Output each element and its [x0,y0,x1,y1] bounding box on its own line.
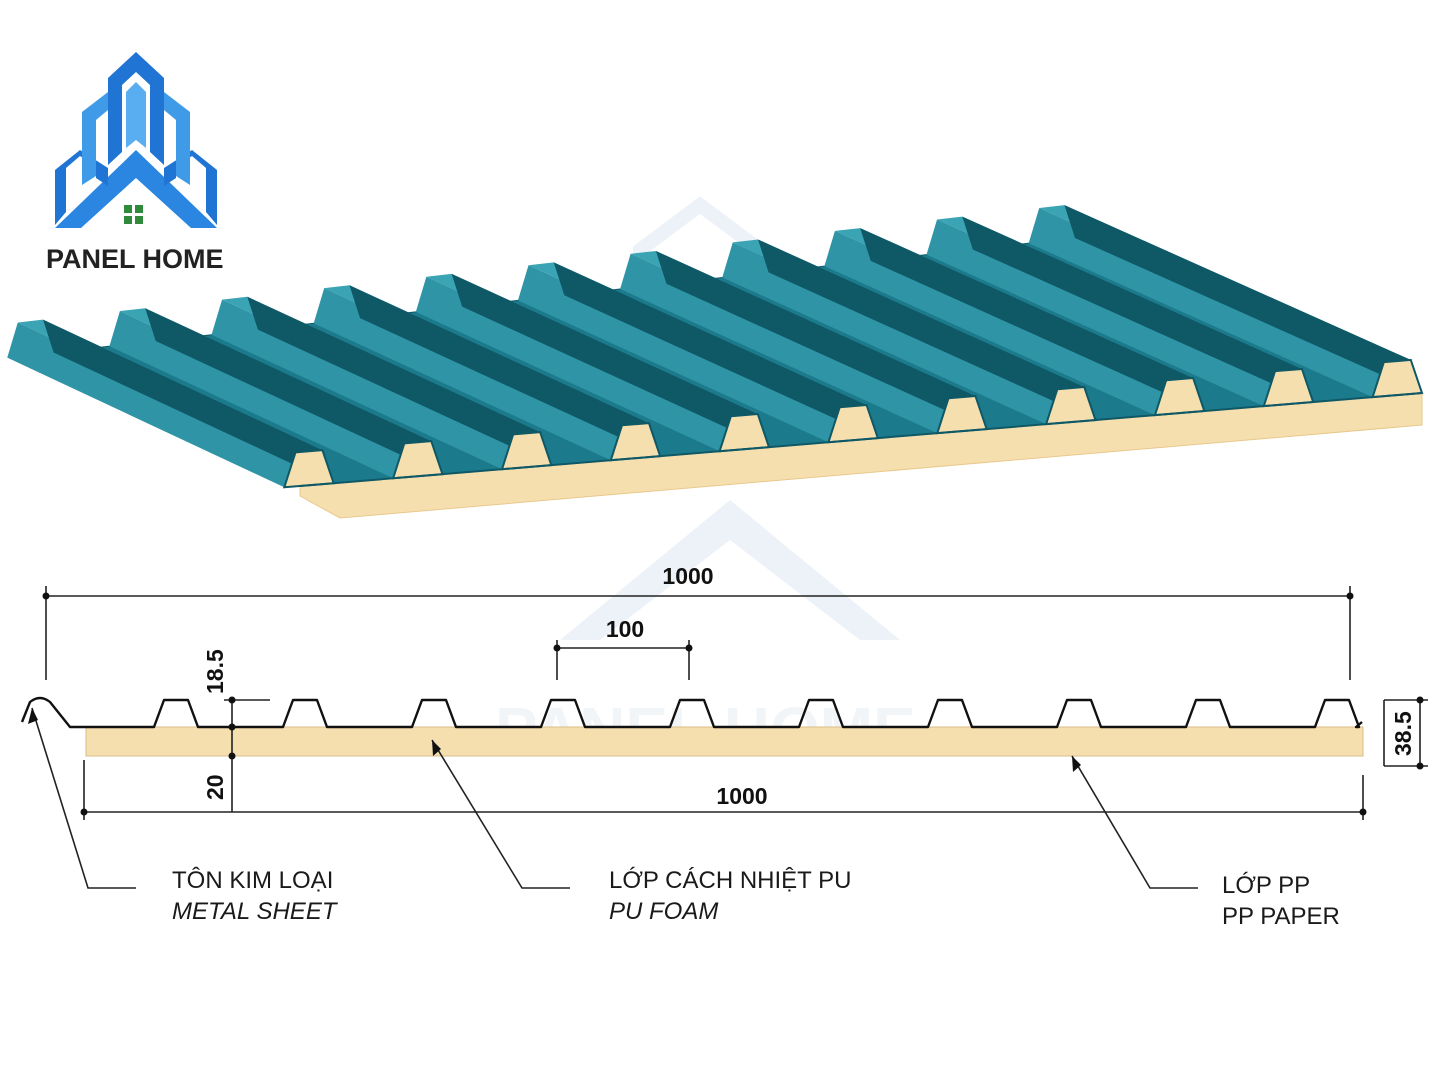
label-pp-paper-vi: LỚP PP [1222,872,1310,899]
label-metal-sheet-vi: TÔN KIM LOẠI [172,866,333,894]
dimension-total-height: 38.5 [1383,696,1428,770]
dimension-overall-width-top: 1000 [42,563,1354,680]
logo-building-icon [55,52,217,228]
panel-rib-right-face [553,262,878,439]
panel-rib-right-face [1064,205,1422,393]
label-pu-foam-en: PU FOAM [609,898,718,925]
panel-rib-right-face [451,273,769,448]
panel-rib-right-face [655,250,987,430]
dimension-rib-pitch: 100 [553,616,693,680]
panel-rib-right-face [145,308,443,475]
panel-front-edge [299,392,1423,487]
dimension-label-foam-thickness: 20 [202,774,228,800]
panel-rib-right-face [860,228,1205,412]
dimension-label-width-bottom: 1000 [716,783,767,809]
dimension-overall-width-bottom: 1000 [80,760,1367,820]
panel-rib-right-face [758,239,1096,421]
dimension-label-total-height: 38.5 [1390,711,1416,756]
leader-pp-paper [1071,755,1198,889]
label-pu-foam-vi: LỚP CÁCH NHIỆT PU [609,867,851,894]
logo: PANEL HOME [46,52,224,274]
label-metal-sheet-en: METAL SHEET [172,898,339,925]
leader-metal-sheet [28,707,136,889]
pu-foam-core [85,726,1364,757]
panel-rib-right-face [247,296,552,466]
metal-sheet-profile [20,696,1363,729]
dimension-label-width-top: 1000 [662,563,713,589]
logo-text: PANEL HOME [46,244,224,274]
dimension-label-rib-height: 18.5 [202,649,228,694]
panel-cross-section [20,696,1364,757]
dimension-label-rib-pitch: 100 [606,616,644,642]
panel-rib-right-face [962,216,1314,403]
leader-pu-foam [431,739,570,889]
label-pp-paper-en: PP PAPER [1222,903,1340,930]
panel-rib-right-face [349,285,661,457]
dimension-vertical-left: 18.5 20 [202,649,270,812]
panel-3d-illustration [7,205,1424,519]
panel-rib-right-face [43,319,334,484]
